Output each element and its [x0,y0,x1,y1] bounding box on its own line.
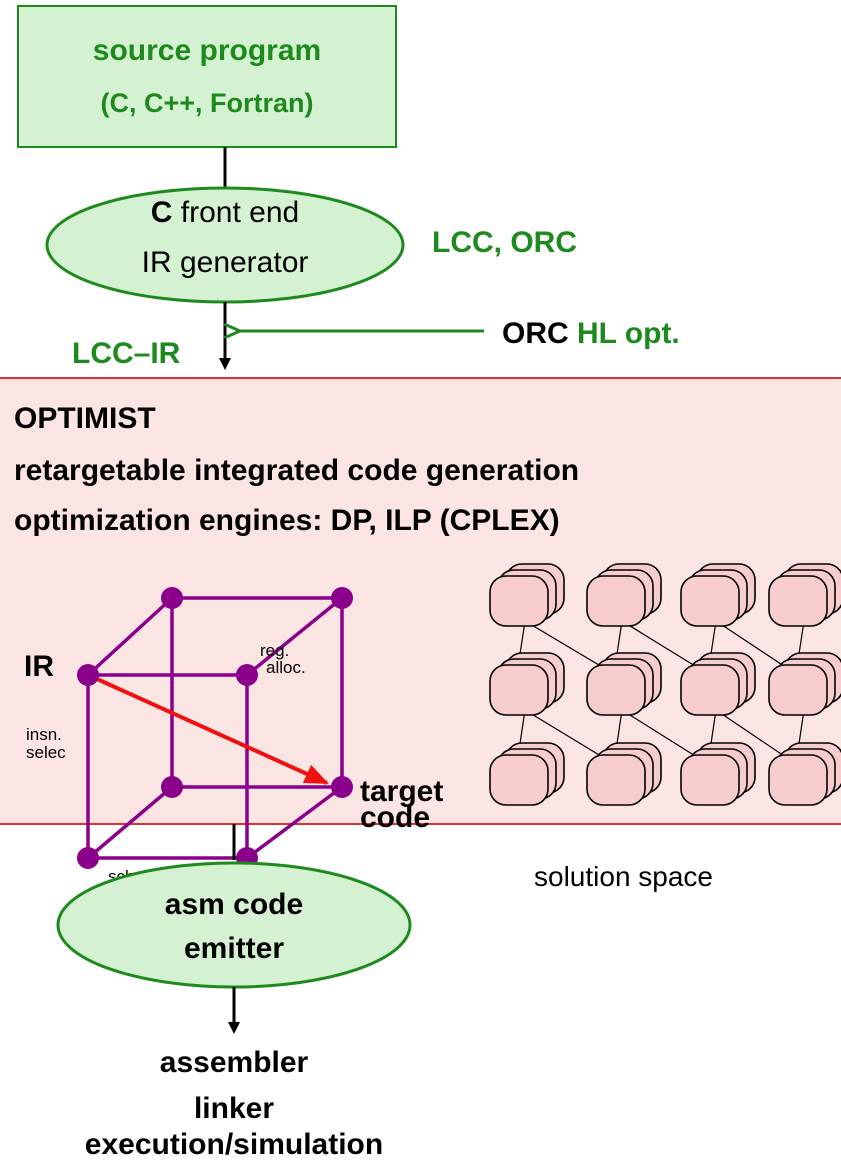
optimist-line2-bold: CPLEX [450,504,550,537]
orc-hl-opt-bold: ORC [502,317,569,350]
solution-node [768,754,828,806]
cube-nodes [77,587,353,869]
cube-edge [86,596,174,677]
cube-insn-label: insn. [26,725,62,744]
source-program-title: source program [93,34,321,67]
front-end-line1: C front end [151,196,299,229]
solution-node [489,664,549,716]
orc-hl-opt-label: ORC HL opt. [502,317,680,350]
source-languages: (C, C++, Fortran) [100,88,313,118]
target-label-1: target [360,775,443,808]
front-end-rest: front end [172,196,299,229]
asm-emitter-ellipse: asm code emitter [56,861,412,989]
solution-node [586,754,646,806]
solution-node [489,575,549,627]
solution-node [768,664,828,716]
solution-node [586,664,646,716]
solution-space-grid [489,563,841,806]
tail-assembler: assembler [160,1046,309,1079]
cube-node-target [331,776,353,798]
optimization-path-arrow [96,677,329,785]
optimist-line1: retargetable integrated code generation [14,454,579,487]
optimist-line2: optimization engines: DP, ILP (CPLEX) [14,504,560,537]
cube-node [77,847,99,869]
cube-node-ir [77,664,99,686]
front-end-c: C [151,196,173,229]
cube-node [236,664,258,686]
lcc-orc-label: LCC, ORC [432,226,577,259]
solution-space-label: solution space [534,861,713,892]
cube-edge [245,785,344,860]
solution-node [680,754,740,806]
tail-linker: linker [194,1092,274,1125]
emitter-line2: emitter [184,932,284,965]
optimist-line2-prefix: optimization engines: DP, ILP ( [14,504,450,537]
solution-node [680,664,740,716]
lcc-ir-label: LCC–IR [72,337,181,370]
cube-node [161,776,183,798]
optimist-line2-suffix: ) [550,504,560,537]
tail-execution: execution/simulation [85,1128,383,1161]
cube-selec-label: selec [26,743,66,762]
cube-edge [245,596,344,677]
cube-node [161,587,183,609]
target-label-2: code [360,801,430,834]
solution-node [586,575,646,627]
source-program-box: source program (C, C++, Fortran) [17,5,397,148]
solution-node [489,754,549,806]
front-end-line2: IR generator [142,246,309,279]
orc-hl-opt-rest: HL opt. [569,317,680,350]
solution-node [768,575,828,627]
cube-node [331,587,353,609]
solution-node [680,575,740,627]
cube-alloc-label: alloc. [266,658,306,677]
optimist-title: OPTIMIST [14,402,156,435]
design-space-cube [86,596,344,860]
cube-reg-label: reg. [260,641,289,660]
cube-ir-label: IR [24,650,54,683]
cube-edge [86,785,174,860]
emitter-line1: asm code [165,888,303,921]
front-end-ellipse: C front end IR generator [45,186,405,304]
